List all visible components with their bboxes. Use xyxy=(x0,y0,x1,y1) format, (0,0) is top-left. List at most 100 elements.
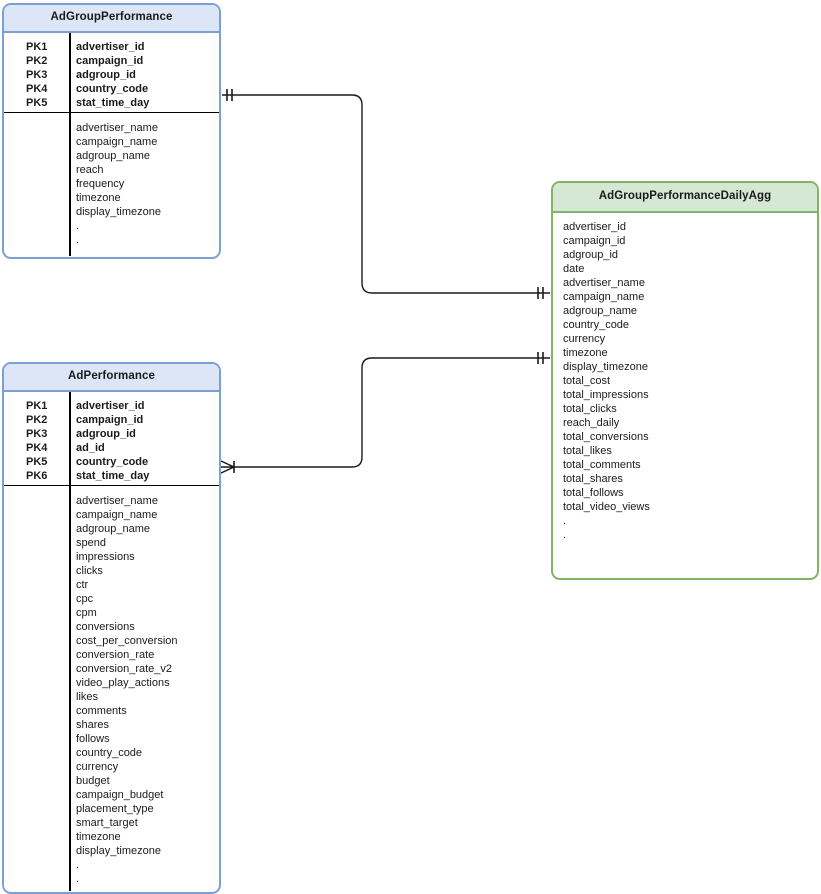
key-row: PK5 stat_time_day xyxy=(4,96,219,110)
key-row: PK1 advertiser_id xyxy=(4,40,219,54)
attribute-row: campaign_name xyxy=(563,291,645,303)
attribute-row: smart_target xyxy=(76,817,138,829)
key-name: adgroup_id xyxy=(76,69,136,81)
attribute-row: currency xyxy=(76,761,119,773)
attribute-row: total_shares xyxy=(563,473,623,485)
entity-title-adgroupperformancedailyagg: AdGroupPerformanceDailyAgg xyxy=(553,183,817,213)
key-row: PK4 country_code xyxy=(4,82,219,96)
attribute-row: campaign_id xyxy=(563,235,626,247)
relationship-line-adperformance-dailyagg[interactable] xyxy=(220,352,550,474)
entity-title-adgroupperformance: AdGroupPerformance xyxy=(4,5,219,33)
column-divider xyxy=(69,33,71,112)
attribute-row: date xyxy=(563,263,585,275)
attribute-row: likes xyxy=(76,691,99,703)
column-divider xyxy=(69,113,71,256)
key-row: PK2 campaign_id xyxy=(4,413,219,427)
attribute-row-ellipsis: . xyxy=(76,234,80,246)
key-row: PK1 advertiser_id xyxy=(4,399,219,413)
key-row: PK3 adgroup_id xyxy=(4,427,219,441)
entity-body-adgroupperformance: PK1 advertiser_id PK2 campaign_id PK3 ad… xyxy=(4,33,219,256)
attribute-row: adgroup_name xyxy=(76,150,151,162)
attribute-row: timezone xyxy=(76,831,121,843)
attribute-row: total_follows xyxy=(563,487,624,499)
attribute-row-ellipsis: . xyxy=(563,515,567,527)
key-name: ad_id xyxy=(76,442,105,454)
attribute-row: total_conversions xyxy=(563,431,649,443)
entity-adperformance[interactable]: AdPerformance PK1 advertiser_id PK2 camp… xyxy=(2,362,221,894)
key-label: PK5 xyxy=(26,97,48,109)
attribute-row: impressions xyxy=(76,551,135,563)
attribute-row: conversions xyxy=(76,621,135,633)
attribute-section-adgroupperformance: advertiser_name campaign_name adgroup_na… xyxy=(4,113,219,256)
attribute-section-adgroupperformancedailyagg: advertiser_id campaign_id adgroup_id dat… xyxy=(553,213,817,578)
attribute-row: cpc xyxy=(76,593,94,605)
attribute-row: clicks xyxy=(76,565,103,577)
attribute-row: display_timezone xyxy=(563,361,648,373)
key-name: adgroup_id xyxy=(76,428,136,440)
entity-title-adperformance: AdPerformance xyxy=(4,364,219,392)
column-divider xyxy=(69,486,71,891)
attribute-row: total_comments xyxy=(563,459,641,471)
attribute-row: timezone xyxy=(76,192,121,204)
attribute-row-ellipsis: . xyxy=(563,529,567,541)
attribute-section-adperformance: advertiser_name campaign_name adgroup_na… xyxy=(4,486,219,891)
attribute-row: country_code xyxy=(76,747,143,759)
attribute-row: total_impressions xyxy=(563,389,649,401)
column-divider xyxy=(69,392,71,485)
key-name: advertiser_id xyxy=(76,41,145,53)
attribute-row: campaign_name xyxy=(76,136,158,148)
attribute-row: ctr xyxy=(76,579,89,591)
cardinality-marker-one-and-only-one-left xyxy=(226,89,233,101)
key-row: PK3 adgroup_id xyxy=(4,68,219,82)
attribute-row: total_clicks xyxy=(563,403,617,415)
attribute-row: adgroup_name xyxy=(563,305,638,317)
cardinality-marker-one-and-only-one-right-bottom xyxy=(537,352,544,364)
attribute-row: total_likes xyxy=(563,445,612,457)
attribute-row: reach xyxy=(76,164,104,176)
key-name: country_code xyxy=(76,83,149,95)
attribute-row: conversion_rate_v2 xyxy=(76,663,173,675)
key-label: PK4 xyxy=(26,83,48,95)
attribute-row: display_timezone xyxy=(76,206,161,218)
key-label: PK2 xyxy=(26,55,48,67)
attribute-row: spend xyxy=(76,537,106,549)
attribute-row-ellipsis: . xyxy=(76,859,80,871)
key-label: PK2 xyxy=(26,414,48,426)
attribute-row-ellipsis: . xyxy=(76,873,80,885)
attribute-row: shares xyxy=(76,719,110,731)
attribute-row: conversion_rate xyxy=(76,649,155,661)
attribute-row: budget xyxy=(76,775,110,787)
entity-body-adperformance: PK1 advertiser_id PK2 campaign_id PK3 ad… xyxy=(4,392,219,891)
cardinality-marker-many-left xyxy=(220,460,235,474)
attribute-row: frequency xyxy=(76,178,125,190)
attribute-row-ellipsis: . xyxy=(76,220,80,232)
entity-adgroupperformancedailyagg[interactable]: AdGroupPerformanceDailyAgg advertiser_id… xyxy=(551,181,819,580)
key-name: stat_time_day xyxy=(76,97,150,109)
primary-key-section-adgroupperformance: PK1 advertiser_id PK2 campaign_id PK3 ad… xyxy=(4,33,219,113)
key-name: country_code xyxy=(76,456,149,468)
entity-adgroupperformance[interactable]: AdGroupPerformance PK1 advertiser_id PK2… xyxy=(2,3,221,259)
key-label: PK6 xyxy=(26,470,48,482)
key-row: PK2 campaign_id xyxy=(4,54,219,68)
attribute-row: advertiser_id xyxy=(563,221,626,233)
key-row: PK5 country_code xyxy=(4,455,219,469)
attribute-row: adgroup_name xyxy=(76,523,151,535)
key-label: PK1 xyxy=(26,41,48,53)
key-label: PK4 xyxy=(26,442,48,454)
attribute-row: timezone xyxy=(563,347,608,359)
attribute-row: advertiser_name xyxy=(76,122,158,134)
attribute-row: campaign_budget xyxy=(76,789,164,801)
attribute-row: currency xyxy=(563,333,606,345)
key-label: PK5 xyxy=(26,456,48,468)
attribute-row: adgroup_id xyxy=(563,249,619,261)
attribute-row: video_play_actions xyxy=(76,677,170,689)
entity-body-adgroupperformancedailyagg: advertiser_id campaign_id adgroup_id dat… xyxy=(553,213,817,578)
attribute-row: cpm xyxy=(76,607,97,619)
relationship-line-adgroupperformance-dailyagg[interactable] xyxy=(222,89,550,299)
key-name: stat_time_day xyxy=(76,470,150,482)
attribute-row: advertiser_name xyxy=(76,495,158,507)
key-name: campaign_id xyxy=(76,414,144,426)
cardinality-marker-one-and-only-one-right-top xyxy=(537,287,544,299)
attribute-row: total_video_views xyxy=(563,501,650,513)
